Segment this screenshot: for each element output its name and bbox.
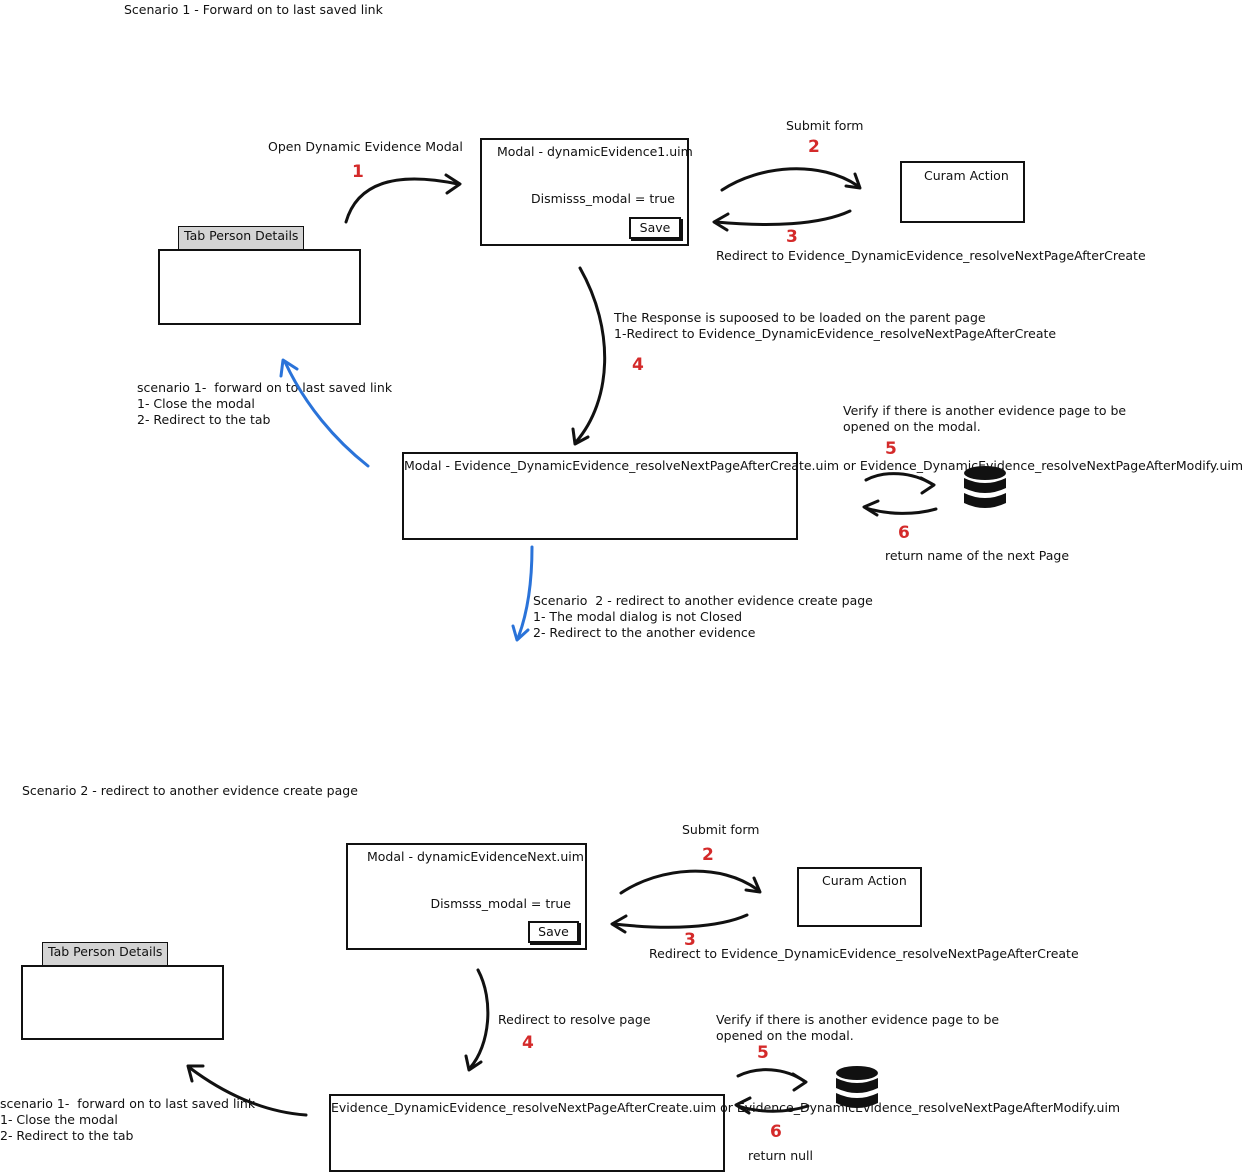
database-icon: [836, 1066, 878, 1108]
step-number-4: 4: [632, 355, 644, 375]
step-number-6: 6: [898, 523, 910, 543]
arrow-submit-form: [619, 869, 760, 895]
arrowhead: [571, 427, 590, 446]
modal-dismiss-text: Dismsss_modal = true: [430, 896, 571, 911]
arrow-resolve-down: [468, 968, 490, 1070]
step-number-1: 1: [352, 162, 364, 182]
arrowhead: [464, 1054, 483, 1072]
open-modal-label: Open Dynamic Evidence Modal: [268, 139, 463, 154]
scenario2-redirect-note: Scenario 2 - redirect to another evidenc…: [533, 593, 873, 640]
curam-action-label: Curam Action: [924, 168, 1009, 183]
step-number-2: 2: [808, 137, 820, 157]
scenario1-title: Scenario 1 - Forward on to last saved li…: [124, 2, 383, 17]
redirect-resolve-label: Redirect to resolve page: [498, 1012, 651, 1027]
step-number-5: 5: [885, 439, 897, 459]
arrow-return: [736, 1104, 810, 1113]
step-number-2: 2: [702, 845, 714, 865]
save-button[interactable]: Save: [528, 921, 579, 943]
arrowhead: [279, 358, 299, 378]
arrowhead: [844, 172, 862, 190]
scenario2-title: Scenario 2 - redirect to another evidenc…: [22, 783, 358, 798]
step-number-6: 6: [770, 1122, 782, 1142]
arrowhead: [610, 914, 628, 934]
arrow-response-down: [574, 266, 607, 444]
arrow-open-modal: [344, 177, 460, 224]
modal-title: Modal - dynamicEvidenceNext.uim: [367, 849, 584, 864]
submit-form-label: Submit form: [682, 822, 760, 837]
scenario2-left-note: scenario 1- forward on to last saved lin…: [0, 1096, 256, 1143]
tab-person-details[interactable]: Tab Person Details: [42, 942, 168, 966]
redirect-label: Redirect to Evidence_DynamicEvidence_res…: [649, 946, 1079, 961]
arrowhead: [712, 212, 730, 232]
tab-person-details[interactable]: Tab Person Details: [178, 226, 304, 250]
modal-dynamic-evidence1: Modal - dynamicEvidence1.uim Dismisss_mo…: [480, 138, 693, 246]
blue-arrow-to-tab: [283, 360, 370, 468]
save-button[interactable]: Save: [629, 217, 681, 239]
redirect-label: Redirect to Evidence_DynamicEvidence_res…: [716, 248, 1146, 263]
resolve-page-box: Evidence_DynamicEvidence_resolveNextPage…: [329, 1094, 1120, 1172]
curam-action-label: Curam Action: [822, 873, 907, 888]
return-label: return name of the next Page: [885, 548, 1070, 563]
step-number-4: 4: [522, 1033, 534, 1053]
arrowhead: [444, 173, 462, 195]
step-number-3: 3: [786, 227, 798, 247]
arrow-redirect-back: [612, 913, 749, 929]
step-number-5: 5: [757, 1043, 769, 1063]
submit-form-label: Submit form: [786, 118, 864, 133]
arrowhead: [511, 624, 530, 642]
scenario1-left-note: scenario 1- forward on to last saved lin…: [137, 380, 393, 427]
step-number-3: 3: [684, 930, 696, 950]
arrowhead: [791, 1072, 808, 1092]
return-label: return null: [748, 1148, 813, 1163]
tab-content-panel: [21, 965, 224, 1040]
curam-action-box: Curam Action: [900, 161, 1025, 223]
modal-dynamic-evidence-next: Modal - dynamicEvidenceNext.uim Dismsss_…: [346, 843, 587, 950]
arrow-return: [864, 506, 938, 515]
curam-action-box: Curam Action: [797, 867, 922, 927]
response-note: The Response is supoosed to be loaded on…: [614, 310, 1057, 341]
tab-content-panel: [158, 249, 361, 325]
arrow-redirect-back: [714, 209, 852, 226]
arrowhead: [744, 876, 762, 894]
blue-arrow-scenario2: [516, 545, 534, 640]
arrow-to-tab: [188, 1066, 308, 1117]
verify-note: Verify if there is another evidence page…: [843, 403, 1127, 434]
modal-title: Modal - dynamicEvidence1.uim: [497, 144, 693, 159]
arrowhead: [919, 476, 936, 495]
arrowhead: [186, 1064, 205, 1083]
modal-dismiss-text: Dismisss_modal = true: [530, 191, 675, 206]
arrowhead: [862, 499, 880, 517]
verify-note: Verify if there is another evidence page…: [716, 1012, 1000, 1043]
database-icon: [964, 466, 1006, 508]
arrow-submit-form: [720, 167, 860, 192]
arrowhead: [734, 1096, 752, 1115]
